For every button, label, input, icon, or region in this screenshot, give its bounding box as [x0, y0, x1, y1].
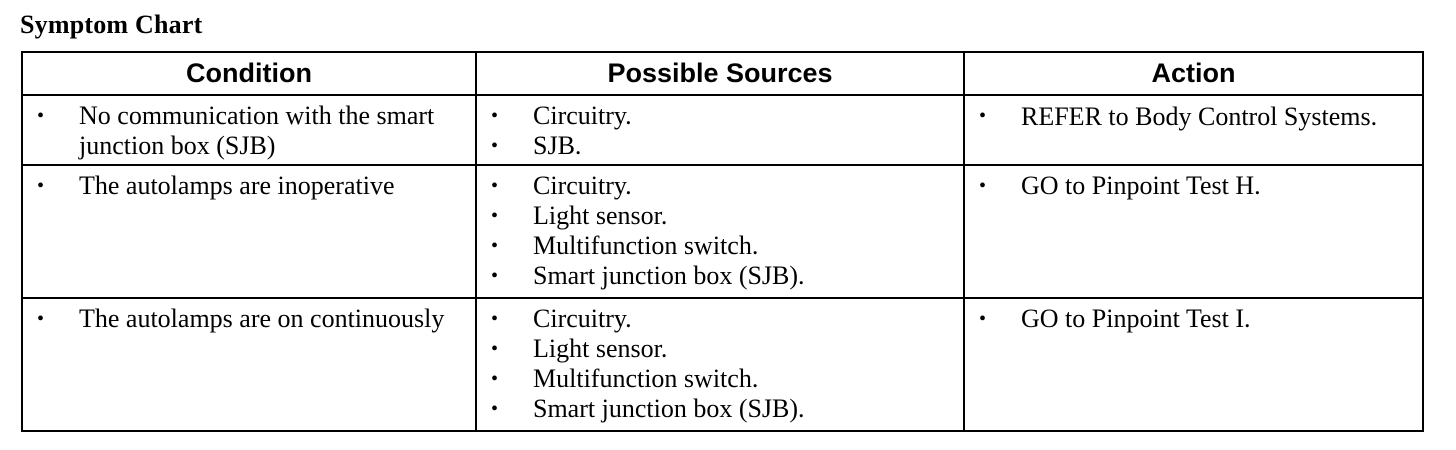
symptom-chart-table: Condition Possible Sources Action • No c… [21, 51, 1424, 432]
condition-text: The autolamps are inoperative [79, 171, 395, 200]
bullet-icon: • [491, 105, 499, 127]
action-cell: • GO to Pinpoint Test H. [963, 164, 1424, 299]
sources-cell: • Circuitry. • SJB. [475, 94, 965, 166]
action-text: GO to Pinpoint Test H. [1021, 171, 1261, 200]
source-text: Light sensor. [533, 201, 668, 230]
source-text: Multifunction switch. [533, 364, 759, 393]
column-header-action: Action [963, 51, 1424, 96]
bullet-icon: • [491, 398, 499, 420]
page-title: Symptom Chart [20, 10, 203, 39]
condition-cell: • No communication with the smart juncti… [21, 94, 477, 166]
source-text: Smart junction box (SJB). [533, 261, 805, 290]
action-cell: • REFER to Body Control Systems. [963, 94, 1424, 166]
condition-text: No communication with the smart junction… [79, 101, 435, 160]
table-row: • The autolamps are on continuously • Ci… [21, 297, 1424, 432]
bullet-icon: • [979, 308, 987, 330]
column-header-sources: Possible Sources [475, 51, 965, 96]
source-text: Multifunction switch. [533, 231, 759, 260]
sources-cell: • Circuitry. • Light sensor. • Multifunc… [475, 297, 965, 432]
list-item: • Circuitry. [477, 304, 963, 334]
source-text: Circuitry. [533, 101, 632, 130]
source-text: SJB. [533, 131, 582, 160]
list-item: • Multifunction switch. [477, 231, 963, 261]
list-item: • Multifunction switch. [477, 364, 963, 394]
bullet-icon: • [491, 265, 499, 287]
bullet-icon: • [979, 175, 987, 197]
bullet-icon: • [491, 308, 499, 330]
source-text: Smart junction box (SJB). [533, 394, 805, 423]
bullet-icon: • [37, 105, 45, 127]
list-item: • Light sensor. [477, 201, 963, 231]
action-cell: • GO to Pinpoint Test I. [963, 297, 1424, 432]
list-item: • Light sensor. [477, 334, 963, 364]
source-text: Circuitry. [533, 304, 632, 333]
sources-cell: • Circuitry. • Light sensor. • Multifunc… [475, 164, 965, 299]
bullet-icon: • [37, 175, 45, 197]
bullet-icon: • [491, 338, 499, 360]
condition-cell: • The autolamps are on continuously [21, 297, 477, 432]
action-text: GO to Pinpoint Test I. [1021, 304, 1251, 333]
bullet-icon: • [491, 135, 499, 157]
list-item: • Smart junction box (SJB). [477, 261, 963, 291]
source-text: Light sensor. [533, 334, 668, 363]
list-item: • GO to Pinpoint Test H. [965, 171, 1422, 201]
table-header-row: Condition Possible Sources Action [21, 51, 1424, 96]
list-item: • Circuitry. [477, 101, 963, 131]
source-text: Circuitry. [533, 171, 632, 200]
list-item: • SJB. [477, 131, 963, 161]
bullet-icon: • [491, 235, 499, 257]
table-row: • No communication with the smart juncti… [21, 94, 1424, 166]
list-item: • No communication with the smart juncti… [23, 101, 475, 161]
list-item: • REFER to Body Control Systems. [965, 102, 1422, 131]
condition-text: The autolamps are on continuously [79, 304, 445, 333]
list-item: • The autolamps are on continuously [23, 304, 475, 334]
condition-cell: • The autolamps are inoperative [21, 164, 477, 299]
bullet-icon: • [491, 368, 499, 390]
column-header-condition: Condition [21, 51, 477, 96]
list-item: • Circuitry. [477, 171, 963, 201]
bullet-icon: • [491, 175, 499, 197]
bullet-icon: • [979, 105, 987, 127]
bullet-icon: • [37, 308, 45, 330]
list-item: • The autolamps are inoperative [23, 171, 475, 201]
list-item: • GO to Pinpoint Test I. [965, 304, 1422, 334]
bullet-icon: • [491, 205, 499, 227]
action-text: REFER to Body Control Systems. [1021, 102, 1378, 131]
table-row: • The autolamps are inoperative • Circui… [21, 164, 1424, 299]
list-item: • Smart junction box (SJB). [477, 394, 963, 424]
